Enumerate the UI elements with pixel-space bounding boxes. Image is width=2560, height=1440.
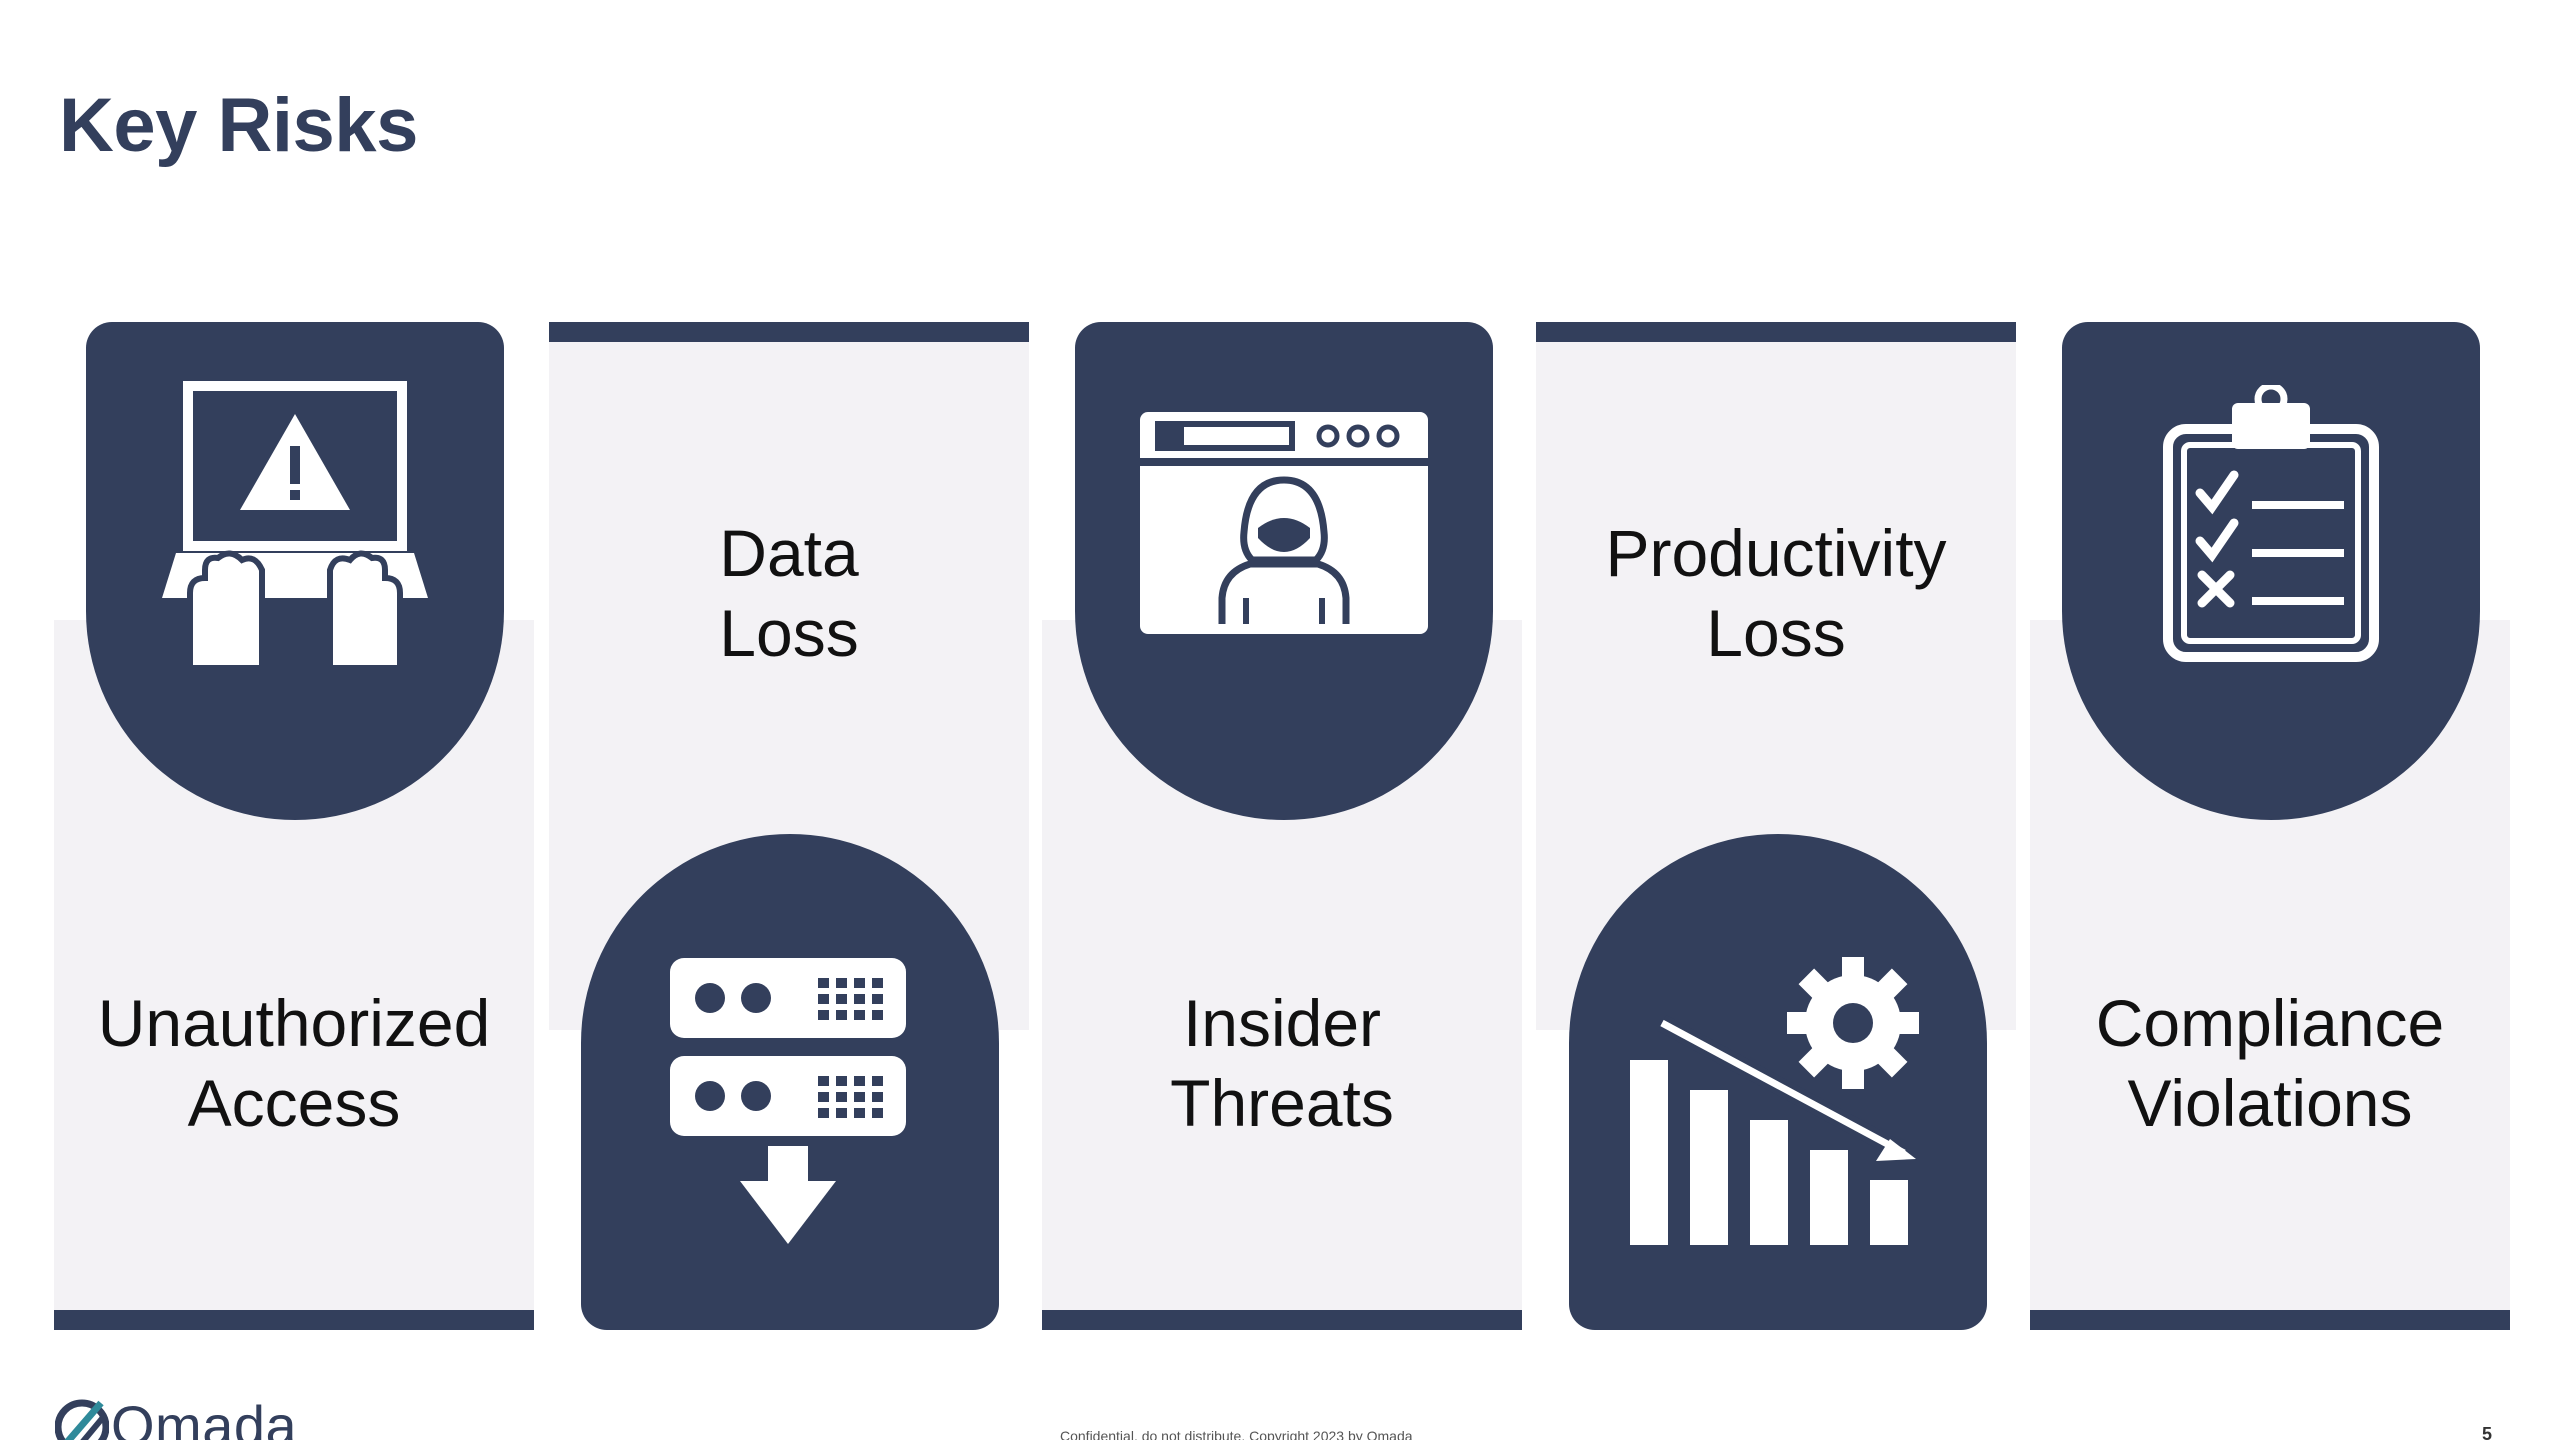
page-title: Key Risks [59,83,418,168]
card-bottom-bar [54,1310,534,1330]
brand-name: Omada [111,1395,298,1440]
card-bottom-bar [1042,1310,1522,1330]
laptop-warning-icon [162,381,428,671]
omada-logo: Omada [55,1395,315,1440]
card-top-bar [1536,322,2016,342]
omada-logo-mark-icon [55,1399,109,1440]
page-number: 5 [2482,1424,2493,1440]
server-download-icon [670,958,906,1244]
hooded-hacker-browser-icon [1140,412,1428,634]
declining-chart-gear-icon [1630,957,1919,1245]
card-bottom-bar [2030,1310,2510,1330]
card-top-bar [549,322,1029,342]
footer-confidential-note: Confidential, do not distribute. Copyrig… [1060,1428,1413,1440]
clipboard-checklist-icon [2163,385,2379,662]
